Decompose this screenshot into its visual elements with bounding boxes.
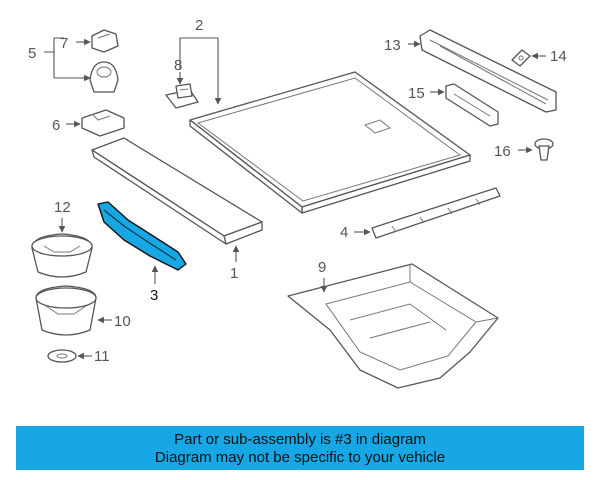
callout-13[interactable]: 13 xyxy=(384,37,401,54)
callout-14[interactable]: 14 xyxy=(550,48,567,65)
callout-5[interactable]: 5 xyxy=(28,45,36,62)
leader-5 xyxy=(44,37,90,79)
callout-10[interactable]: 10 xyxy=(114,313,131,330)
banner-line-2: Diagram may not be specific to your vehi… xyxy=(154,449,446,466)
parts-diagram: 2 8 5 7 6 1 3 xyxy=(28,17,567,389)
part-13-sill-plate[interactable] xyxy=(419,29,557,113)
callout-12[interactable]: 12 xyxy=(54,199,71,216)
callout-3[interactable]: 3 xyxy=(150,287,158,304)
banner-line-1: Part or sub-assembly is #3 in diagram xyxy=(174,431,426,448)
callout-11[interactable]: 11 xyxy=(94,348,110,365)
leader-2 xyxy=(179,37,222,105)
callout-7[interactable]: 7 xyxy=(60,35,68,52)
part-9-floor-tub[interactable] xyxy=(287,263,499,389)
part-6-bracket[interactable] xyxy=(81,109,125,137)
callout-4[interactable]: 4 xyxy=(340,224,348,241)
part-12-storage-bin[interactable] xyxy=(31,233,93,278)
part-14-clip[interactable] xyxy=(511,49,531,67)
part-1-side-panel[interactable] xyxy=(91,137,263,245)
info-banner: Part or sub-assembly is #3 in diagram Di… xyxy=(16,426,584,470)
part-15-bracket[interactable] xyxy=(445,83,499,127)
callout-16[interactable]: 16 xyxy=(494,143,511,160)
part-5-cup[interactable] xyxy=(89,61,119,93)
part-3-trim-strip[interactable] xyxy=(97,201,187,271)
part-2-floor-panel[interactable] xyxy=(189,71,471,214)
callout-2[interactable]: 2 xyxy=(195,17,203,34)
callout-1[interactable]: 1 xyxy=(230,265,238,282)
part-7-cap[interactable] xyxy=(91,29,119,53)
part-4-rail[interactable] xyxy=(371,187,501,239)
callout-6[interactable]: 6 xyxy=(52,117,60,134)
callout-8[interactable]: 8 xyxy=(174,57,182,74)
part-16-push-pin[interactable] xyxy=(534,138,554,161)
part-10-storage-bin[interactable] xyxy=(35,285,97,336)
part-11-washer[interactable] xyxy=(47,349,77,363)
callout-15[interactable]: 15 xyxy=(408,85,425,102)
part-8-clip[interactable] xyxy=(165,83,199,109)
callout-9[interactable]: 9 xyxy=(318,259,326,276)
